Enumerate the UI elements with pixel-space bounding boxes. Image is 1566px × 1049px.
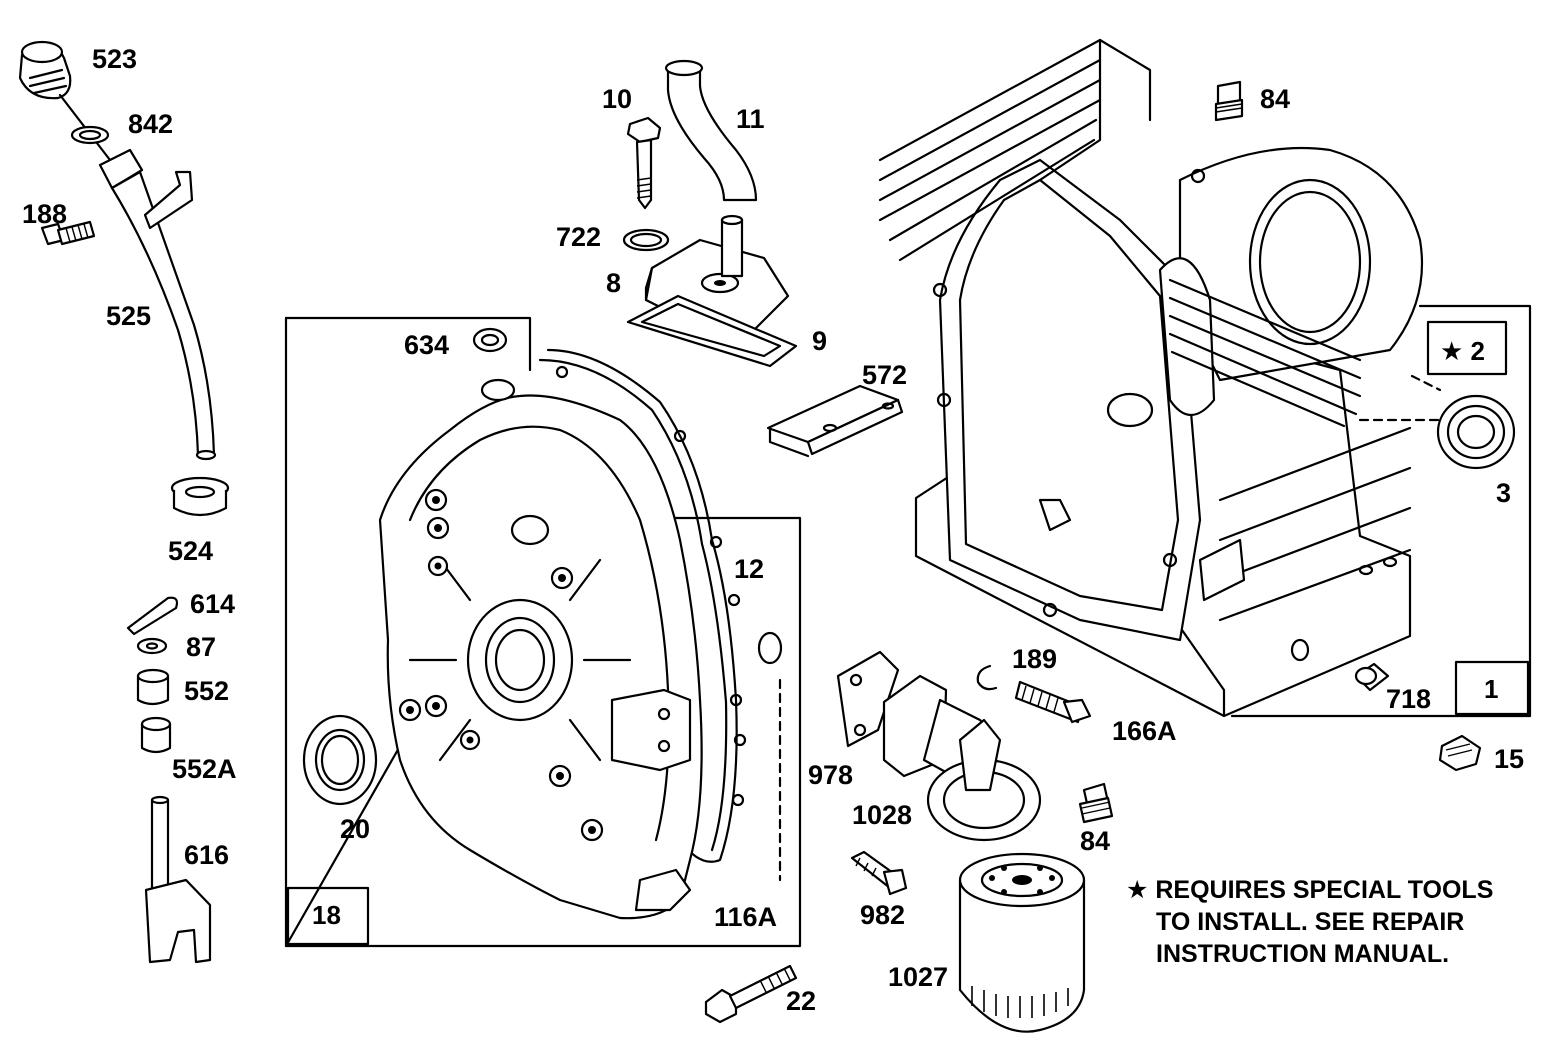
label-12: 12 (734, 554, 764, 584)
label-634: 634 (404, 330, 449, 360)
seal-634 (472, 327, 508, 353)
note-line-1: ★ REQUIRES SPECIAL TOOLS (1126, 876, 1493, 904)
dowel-pin-116a (757, 631, 783, 882)
note-line-3: INSTRUCTION MANUAL. (1156, 940, 1449, 968)
dowel-718 (1354, 662, 1390, 692)
bolt-22 (704, 964, 798, 1024)
grommet-524 (170, 476, 230, 517)
label-188: 188 (22, 199, 67, 229)
label-8: 8 (606, 268, 621, 298)
screw-188 (40, 220, 96, 246)
label-1027: 1027 (888, 962, 948, 992)
label-982: 982 (860, 900, 905, 930)
dipstick-cap-523 (18, 40, 72, 100)
label-22: 22 (786, 986, 816, 1016)
label-1028: 1028 (852, 800, 912, 830)
label-9: 9 (812, 326, 827, 356)
shield-572 (766, 384, 904, 458)
box-label-18: 18 (312, 900, 341, 930)
label-524: 524 (168, 536, 213, 566)
o-ring-722 (622, 228, 670, 252)
label-523: 523 (92, 44, 137, 74)
breather-gasket-9 (626, 294, 798, 368)
seal-20 (302, 714, 378, 806)
oil-filter-adapter-1028 (882, 674, 1042, 842)
box-label-2: ★ 2 (1440, 336, 1485, 366)
box-2-frame (1426, 320, 1508, 376)
plug-84-top (1214, 80, 1244, 122)
label-572: 572 (862, 360, 907, 390)
label-525: 525 (106, 301, 151, 331)
sump-gasket-12 (538, 348, 747, 863)
screw-10 (626, 116, 662, 210)
label-616: 616 (184, 840, 229, 870)
plug-84-bottom (1078, 782, 1114, 824)
breather-tube-11 (664, 59, 758, 202)
dipstick-o-ring-842 (58, 93, 112, 162)
label-718: 718 (1386, 684, 1431, 714)
box-18-frame (284, 316, 802, 948)
note-line-2: TO INSTALL. SEE REPAIR (1156, 908, 1464, 936)
label-87: 87 (186, 632, 216, 662)
label-11: 11 (736, 104, 765, 134)
label-20: 20 (340, 814, 370, 844)
label-3: 3 (1496, 478, 1511, 508)
label-10: 10 (602, 84, 632, 114)
label-842: 842 (128, 109, 173, 139)
washer-87 (136, 637, 168, 655)
label-84-bottom: 84 (1080, 826, 1110, 856)
label-552: 552 (184, 676, 229, 706)
label-15: 15 (1494, 744, 1524, 774)
plug-15 (1438, 734, 1482, 772)
bushing-552a (140, 716, 172, 754)
governor-shaft-616 (144, 795, 212, 964)
label-116a: 116A (714, 902, 777, 932)
label-166a: 166A (1112, 716, 1177, 746)
seal-3 (1358, 374, 1516, 470)
box-label-1: 1 (1484, 674, 1498, 704)
breather-cover-8 (644, 214, 790, 348)
sump-cover (378, 378, 703, 920)
oil-filter-1027 (958, 852, 1086, 1033)
pin-614 (126, 596, 179, 636)
label-978: 978 (808, 760, 853, 790)
stud-166a (1014, 680, 1092, 724)
label-722: 722 (556, 222, 601, 252)
bolt-982 (850, 850, 908, 896)
ring-189 (976, 664, 998, 691)
dipstick-tube-525 (98, 148, 217, 461)
bushing-552 (136, 668, 170, 706)
label-614: 614 (190, 589, 235, 619)
cylinder-block (878, 38, 1424, 718)
box-1-frame (1230, 304, 1532, 718)
label-189: 189 (1012, 644, 1057, 674)
label-552a: 552A (172, 754, 237, 784)
label-84-top: 84 (1260, 84, 1290, 114)
